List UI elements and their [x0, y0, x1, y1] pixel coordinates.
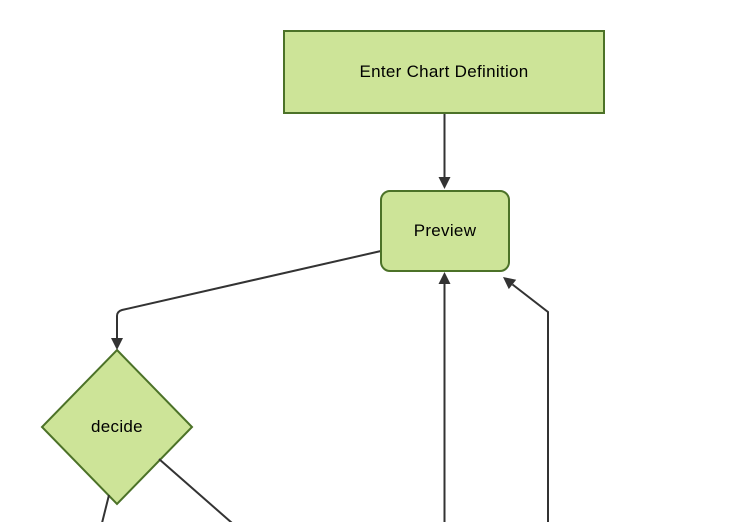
decide-node-shape	[40, 348, 194, 506]
edge-preview-to-decide	[116, 250, 382, 339]
edge-decide-down-right	[158, 458, 233, 522]
node-label: Preview	[413, 221, 477, 240]
node-label: Enter Chart Definition	[359, 62, 529, 81]
edge-bottom-right-to-preview	[511, 283, 549, 522]
arrowhead-icon	[503, 277, 517, 290]
node-enter-chart-definition: Enter Chart Definition	[283, 30, 605, 114]
edge-decide-down-left	[101, 494, 110, 522]
node-preview: Preview	[380, 190, 510, 272]
arrowhead-icon	[111, 338, 123, 350]
arrowhead-icon	[438, 272, 451, 284]
arrowhead-icon	[438, 177, 451, 189]
node-decide-label: decide	[91, 417, 143, 436]
